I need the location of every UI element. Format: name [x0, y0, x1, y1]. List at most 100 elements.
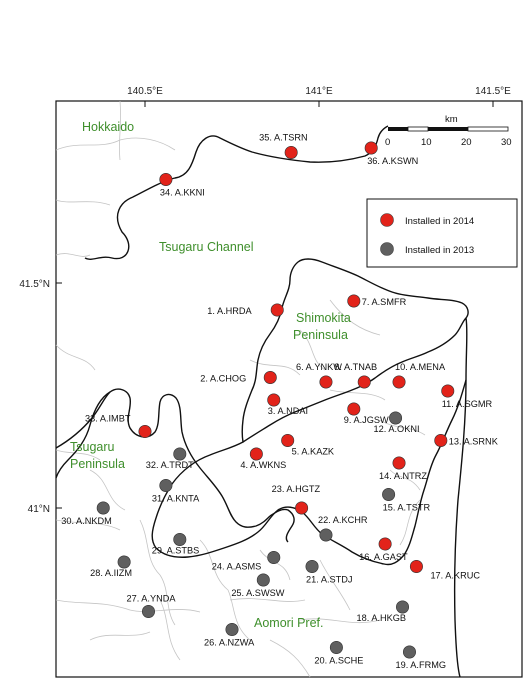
- station-label: 1. A.HRDA: [207, 306, 252, 316]
- station-label: 4. A.WKNS: [240, 460, 286, 470]
- station-label: 14. A.NTRZ: [379, 471, 427, 481]
- scale-bar-segment-1: [388, 127, 408, 131]
- aomori-bay-notch: [269, 508, 295, 543]
- legend-box: [366, 198, 518, 268]
- station-marker: [396, 600, 410, 614]
- station-marker: [347, 294, 361, 308]
- station-marker: [305, 559, 319, 573]
- longitude-tick-label: 140.5°E: [127, 86, 163, 97]
- latitude-tick-label: 41.5°N: [19, 279, 50, 290]
- station-marker: [173, 447, 187, 461]
- station-label: 34. A.KKNI: [160, 188, 205, 198]
- station-marker: [441, 384, 455, 398]
- station-marker: [249, 447, 263, 461]
- station-marker: [159, 173, 173, 187]
- station-label: 31. A.KNTA: [152, 494, 200, 504]
- region-shimokita-line2: Peninsula: [293, 328, 348, 342]
- station-marker: [392, 375, 406, 389]
- region-labels: Hokkaido Tsugaru Channel Shimokita Penin…: [70, 120, 351, 630]
- region-hokkaido: Hokkaido: [82, 120, 134, 134]
- station-marker: [319, 528, 333, 542]
- station-label: 5. A.KAZK: [292, 447, 335, 457]
- station-label: 22. A.KCHR: [318, 515, 368, 525]
- station-marker: [267, 393, 281, 407]
- scale-tick-30: 30: [501, 137, 512, 148]
- station-marker: [159, 478, 173, 492]
- station-marker: [409, 559, 423, 573]
- region-aomori: Aomori Pref.: [254, 616, 323, 630]
- station-label: 9. A.JGSW: [344, 415, 389, 425]
- pacific-coast: [453, 317, 468, 678]
- scale-bar-segment-2: [407, 126, 429, 132]
- station-marker: [270, 303, 284, 317]
- station-marker: [173, 532, 187, 546]
- mainland-coast: [241, 258, 469, 443]
- station-label: 7. A.SMFR: [362, 297, 407, 307]
- longitude-tick-label: 141.5°E: [475, 86, 511, 97]
- station-marker: [357, 375, 371, 389]
- station-marker: [347, 402, 361, 416]
- station-marker: [284, 146, 298, 160]
- axis-ticks: 140.5°E 141°E 141.5°E 41.5°N 41°N: [19, 86, 511, 515]
- station-label: 15. A.TSTR: [383, 503, 431, 513]
- station-label: 16. A.GAST: [359, 552, 408, 562]
- station-marker: [138, 424, 152, 438]
- station-label: 2. A.CHOG: [200, 374, 246, 384]
- station-marker: [225, 622, 239, 636]
- station-label: 19. A.FRMG: [395, 660, 446, 670]
- station-marker: [402, 645, 416, 659]
- station-marker: [295, 501, 309, 515]
- station-marker: [319, 375, 333, 389]
- station-marker: [382, 487, 396, 501]
- station-marker: [117, 555, 131, 569]
- region-tsugaru-line1: Tsugaru: [70, 440, 115, 454]
- station-label: 36. A.KSWN: [367, 156, 418, 166]
- station-marker: [378, 537, 392, 551]
- scale-tick-10: 10: [421, 137, 432, 148]
- station-marker: [389, 411, 403, 425]
- station-marker: [96, 501, 110, 515]
- scale-bar-segment-3: [428, 127, 468, 131]
- legend-marker-2014: [380, 213, 394, 227]
- station-label: 18. A.HKGB: [357, 613, 407, 623]
- latitude-tick-label: 41°N: [28, 504, 50, 515]
- station-label: 23. A.HGTZ: [272, 484, 321, 494]
- station-label: 26. A.NZWA: [204, 638, 255, 648]
- station-marker: [364, 141, 378, 155]
- scale-unit: km: [445, 114, 458, 125]
- station-label: 21. A.STDJ: [306, 575, 352, 585]
- station-label: 32. A.TRDT: [146, 460, 194, 470]
- station-label: 12. A.OKNI: [374, 424, 420, 434]
- station-marker: [281, 433, 295, 447]
- station-label: 28. A.IIZM: [90, 568, 132, 578]
- station-label: 11. A.SGMR: [442, 399, 493, 409]
- region-tsugaru-line2: Peninsula: [70, 457, 125, 471]
- station-label: 20. A.SCHE: [314, 656, 363, 666]
- station-label: 35. A.TSRN: [259, 133, 308, 143]
- station-marker: [267, 550, 281, 564]
- region-shimokita-line1: Shimokita: [296, 311, 351, 325]
- tsugaru-west-coast: [55, 391, 111, 479]
- station-label: 6. A.YNKW: [296, 362, 342, 372]
- station-label: 10. A.MENA: [395, 362, 446, 372]
- station-label: 8. A.TNAB: [334, 362, 377, 372]
- station-label: 25. A.SWSW: [231, 588, 284, 598]
- legend-label-2014: Installed in 2014: [405, 216, 474, 227]
- scale-tick-20: 20: [461, 137, 472, 148]
- legend-label-2013: Installed in 2013: [405, 245, 474, 256]
- scale-bar-segment-4: [467, 126, 509, 132]
- station-label: 29. A.STBS: [152, 546, 200, 556]
- legend-marker-2013: [380, 242, 394, 256]
- station-marker: [392, 456, 406, 470]
- station-marker: [256, 573, 270, 587]
- station-label: 30. A.NKDM: [61, 516, 112, 526]
- station-label: 17. A.KRUC: [430, 571, 480, 581]
- region-tsugaru-channel: Tsugaru Channel: [159, 240, 254, 254]
- scale-tick-0: 0: [385, 137, 390, 148]
- longitude-tick-label: 141°E: [305, 86, 333, 97]
- station-marker: [434, 433, 448, 447]
- scale-bar: km 0 10 20 30: [385, 114, 512, 148]
- station-label: 24. A.ASMS: [212, 562, 262, 572]
